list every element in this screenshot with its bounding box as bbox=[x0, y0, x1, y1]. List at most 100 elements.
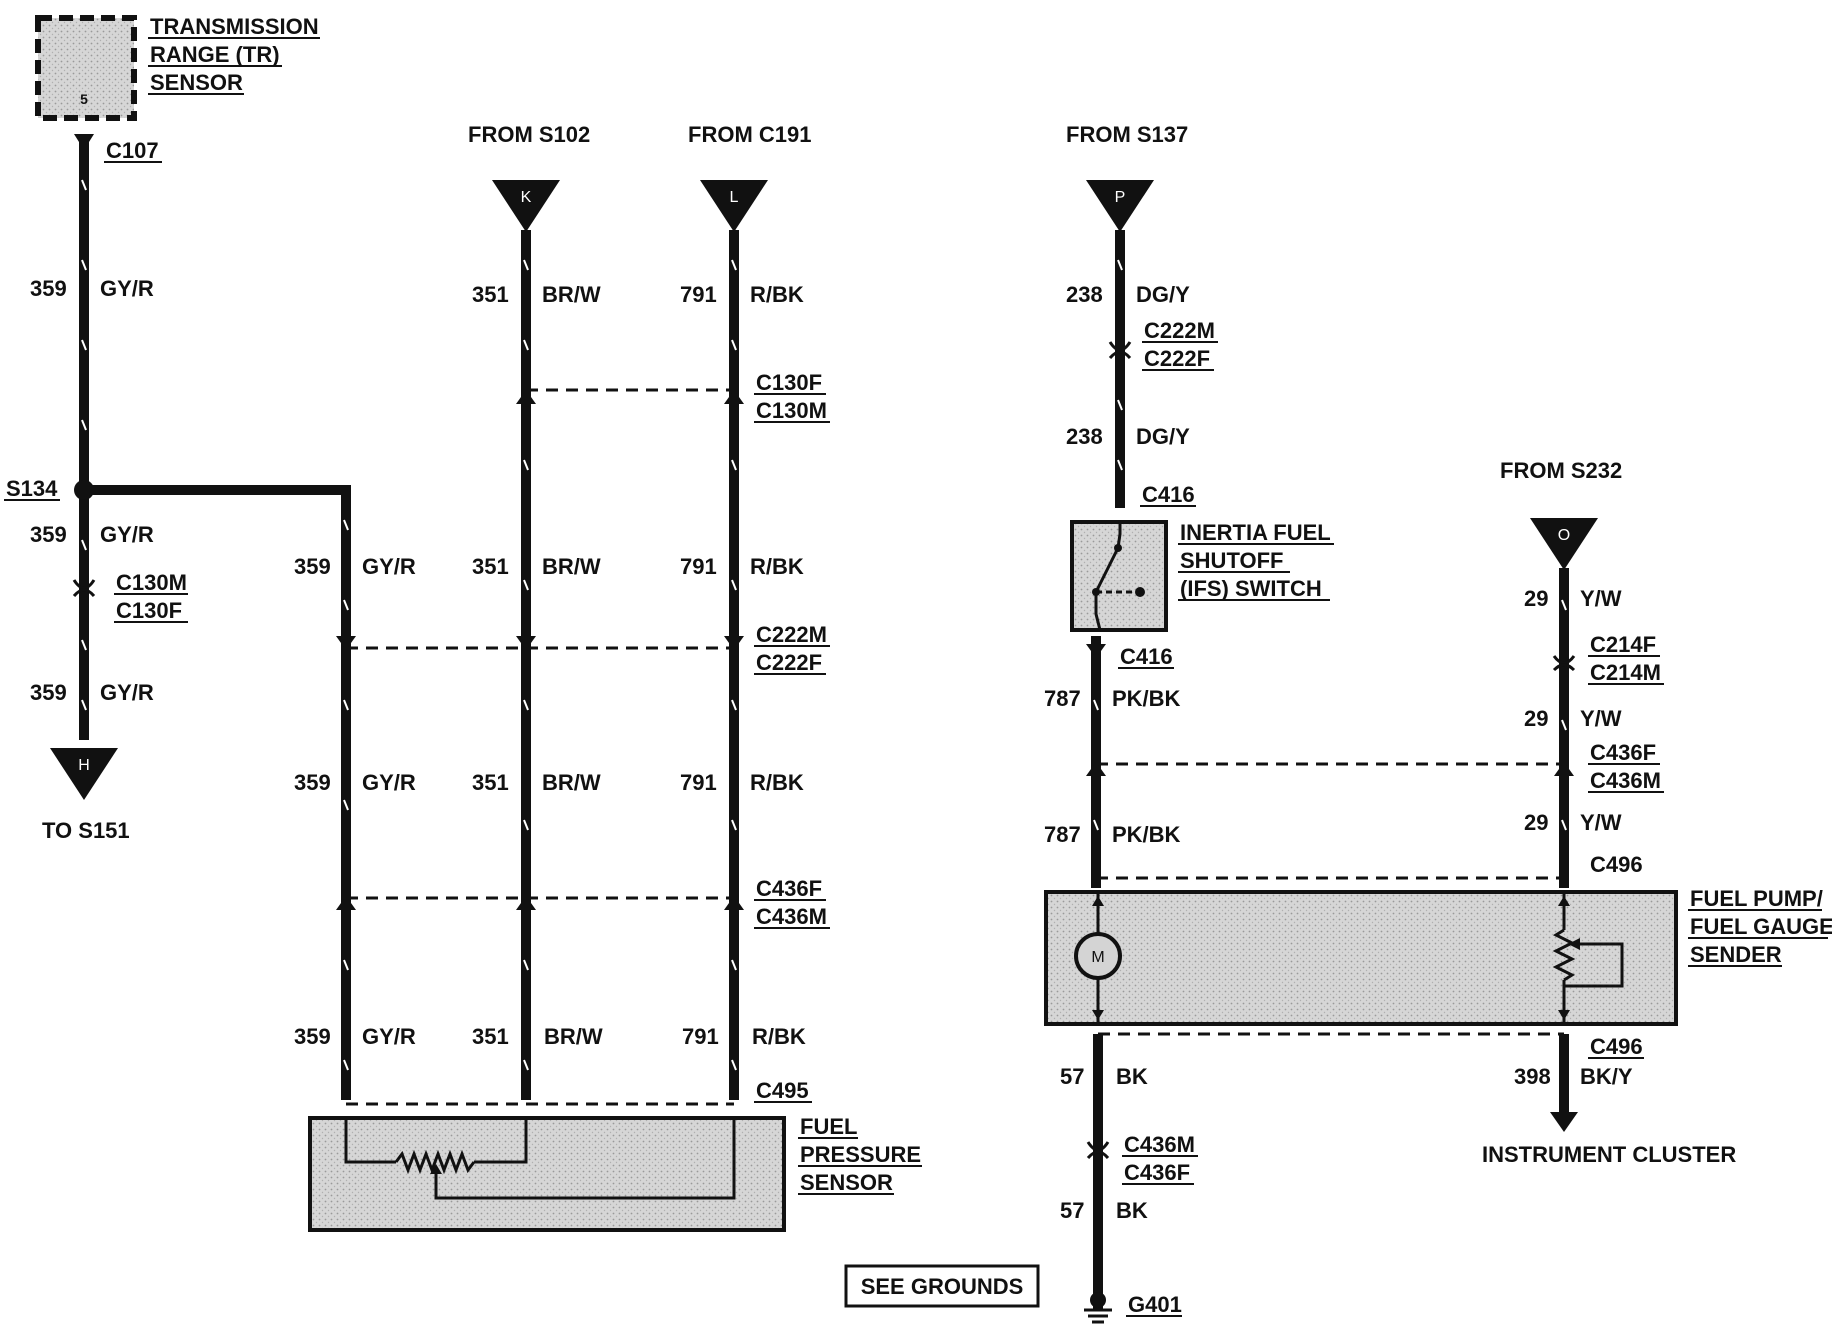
wire-359-color-5: GY/R bbox=[362, 770, 416, 795]
c222m-mid-label: C222M bbox=[756, 622, 827, 647]
connector-ticks bbox=[336, 390, 1574, 910]
wire-787-color-2: PK/BK bbox=[1112, 822, 1181, 847]
c222f-mid-label: C222F bbox=[756, 650, 822, 675]
c436m-r-label: C436M bbox=[1590, 768, 1661, 793]
wire-791-circuit-1: 791 bbox=[680, 282, 717, 307]
wire-359-color-3: GY/R bbox=[100, 680, 154, 705]
wire-359-circuit-4: 359 bbox=[294, 554, 331, 579]
wire-791-circuit-2: 791 bbox=[680, 554, 717, 579]
tr-sensor-title-1: TRANSMISSION bbox=[150, 14, 319, 39]
wire-29-circuit-3: 29 bbox=[1524, 810, 1548, 835]
wire-359-circuit-3: 359 bbox=[30, 680, 67, 705]
wire-351-color-4: BR/W bbox=[544, 1024, 603, 1049]
c436m-mid-label: C436M bbox=[756, 904, 827, 929]
fuel-pressure-sensor: FUEL PRESSURE SENSOR bbox=[308, 1114, 922, 1232]
wire-351-color-1: BR/W bbox=[542, 282, 601, 307]
wire-57-circuit-1: 57 bbox=[1060, 1064, 1084, 1089]
fps-title-3: SENSOR bbox=[800, 1170, 893, 1195]
wire-787-circuit-1: 787 bbox=[1044, 686, 1081, 711]
wire-791-color-1: R/BK bbox=[750, 282, 804, 307]
from-s232-label: FROM S232 bbox=[1500, 458, 1622, 483]
wire-351-circuit-3: 351 bbox=[472, 770, 509, 795]
from-s137-label: FROM S137 bbox=[1066, 122, 1188, 147]
fuel-pump-sender: M FUEL PUMP/ FUEL GAUGE SENDER bbox=[1044, 886, 1832, 1026]
see-grounds-label: SEE GROUNDS bbox=[861, 1274, 1024, 1299]
wire-359-color-6: GY/R bbox=[362, 1024, 416, 1049]
wire-359-color-1: GY/R bbox=[100, 276, 154, 301]
c416-bot-label: C416 bbox=[1120, 644, 1173, 669]
wire-57-color-1: BK bbox=[1116, 1064, 1148, 1089]
s134-label: S134 bbox=[6, 476, 58, 501]
wire-351-circuit-1: 351 bbox=[472, 282, 509, 307]
origin-c191: FROM C191 L bbox=[688, 122, 811, 1100]
fps-sender-title-3: SENDER bbox=[1690, 942, 1782, 967]
wire-787-circuit-2: 787 bbox=[1044, 822, 1081, 847]
wire-238-color-2: DG/Y bbox=[1136, 424, 1190, 449]
wire-791-circuit-3: 791 bbox=[680, 770, 717, 795]
from-c191-label: FROM C191 bbox=[688, 122, 811, 147]
c222m-r-label: C222M bbox=[1144, 318, 1215, 343]
wire-359-circuit-1: 359 bbox=[30, 276, 67, 301]
c416-top-label: C416 bbox=[1142, 482, 1195, 507]
c107-label: C107 bbox=[106, 138, 159, 163]
see-grounds-box: SEE GROUNDS bbox=[844, 1264, 1040, 1308]
wire-351-circuit-4: 351 bbox=[472, 1024, 509, 1049]
c496-top-label: C496 bbox=[1590, 852, 1643, 877]
tr-sensor: 5 TRANSMISSION RANGE (TR) SENSOR bbox=[35, 14, 320, 121]
c130m-label: C130M bbox=[756, 398, 827, 423]
ifs-title-3: (IFS) SWITCH bbox=[1180, 576, 1322, 601]
wire-351-circuit-2: 351 bbox=[472, 554, 509, 579]
c214m-label: C214M bbox=[1590, 660, 1661, 685]
wire-791-color-4: R/BK bbox=[752, 1024, 806, 1049]
c496-bot-label: C496 bbox=[1590, 1034, 1643, 1059]
fps-title-2: PRESSURE bbox=[800, 1142, 921, 1167]
c130f-label: C130F bbox=[756, 370, 822, 395]
origin-l-letter: L bbox=[730, 189, 739, 206]
c436f-r-label: C436F bbox=[1590, 740, 1656, 765]
c436f-mid-label: C436F bbox=[756, 876, 822, 901]
origin-p-letter: P bbox=[1115, 189, 1126, 206]
wire-29-circuit-2: 29 bbox=[1524, 706, 1548, 731]
c436f-g-label: C436F bbox=[1124, 1160, 1190, 1185]
tr-sensor-pin: 5 bbox=[80, 91, 88, 107]
fps-sender-title-1: FUEL PUMP/ bbox=[1690, 886, 1823, 911]
c214f-label: C214F bbox=[1590, 632, 1656, 657]
wire-787-color-1: PK/BK bbox=[1112, 686, 1181, 711]
wire-359-circuit-2: 359 bbox=[30, 522, 67, 547]
instrument-cluster-label: INSTRUMENT CLUSTER bbox=[1482, 1142, 1736, 1167]
wire-238-circuit-1: 238 bbox=[1066, 282, 1103, 307]
ifs-title-2: SHUTOFF bbox=[1180, 548, 1283, 573]
wire-29-color-1: Y/W bbox=[1580, 586, 1622, 611]
wire-238-circuit-2: 238 bbox=[1066, 424, 1103, 449]
tr-sensor-title-2: RANGE (TR) bbox=[150, 42, 280, 67]
ifs-switch: INERTIA FUEL SHUTOFF (IFS) SWITCH bbox=[1070, 520, 1334, 632]
origin-o-letter: O bbox=[1558, 527, 1570, 544]
left-wire-359: C107 359 GY/R S134 359 GY/R C130M C130F … bbox=[4, 134, 188, 843]
c130f-left-label: C130F bbox=[116, 598, 182, 623]
wire-hatches bbox=[81, 179, 1567, 1071]
wire-359-color-2: GY/R bbox=[100, 522, 154, 547]
fps-sender-title-2: FUEL GAUGE bbox=[1690, 914, 1832, 939]
tr-sensor-title-3: SENSOR bbox=[150, 70, 243, 95]
wire-359-circuit-5: 359 bbox=[294, 770, 331, 795]
origin-s232: FROM S232 O bbox=[1500, 458, 1622, 888]
wire-351-color-3: BR/W bbox=[542, 770, 601, 795]
wire-29-circuit-1: 29 bbox=[1524, 586, 1548, 611]
from-s102-label: FROM S102 bbox=[468, 122, 590, 147]
wire-791-color-3: R/BK bbox=[750, 770, 804, 795]
dest-h-letter: H bbox=[78, 757, 90, 774]
wire-351-color-2: BR/W bbox=[542, 554, 601, 579]
wire-29-color-2: Y/W bbox=[1580, 706, 1622, 731]
origin-s102: FROM S102 K bbox=[468, 122, 590, 1100]
g401-label: G401 bbox=[1128, 1292, 1182, 1317]
wire-57-circuit-2: 57 bbox=[1060, 1198, 1084, 1223]
wire-57-color-2: BK bbox=[1116, 1198, 1148, 1223]
wire-359-color-4: GY/R bbox=[362, 554, 416, 579]
c130m-left-label: C130M bbox=[116, 570, 187, 595]
c436m-g-label: C436M bbox=[1124, 1132, 1195, 1157]
ifs-title-1: INERTIA FUEL bbox=[1180, 520, 1331, 545]
origin-s137: FROM S137 P bbox=[1066, 122, 1188, 508]
origin-k-letter: K bbox=[521, 189, 532, 206]
motor-m-label: M bbox=[1091, 949, 1104, 966]
